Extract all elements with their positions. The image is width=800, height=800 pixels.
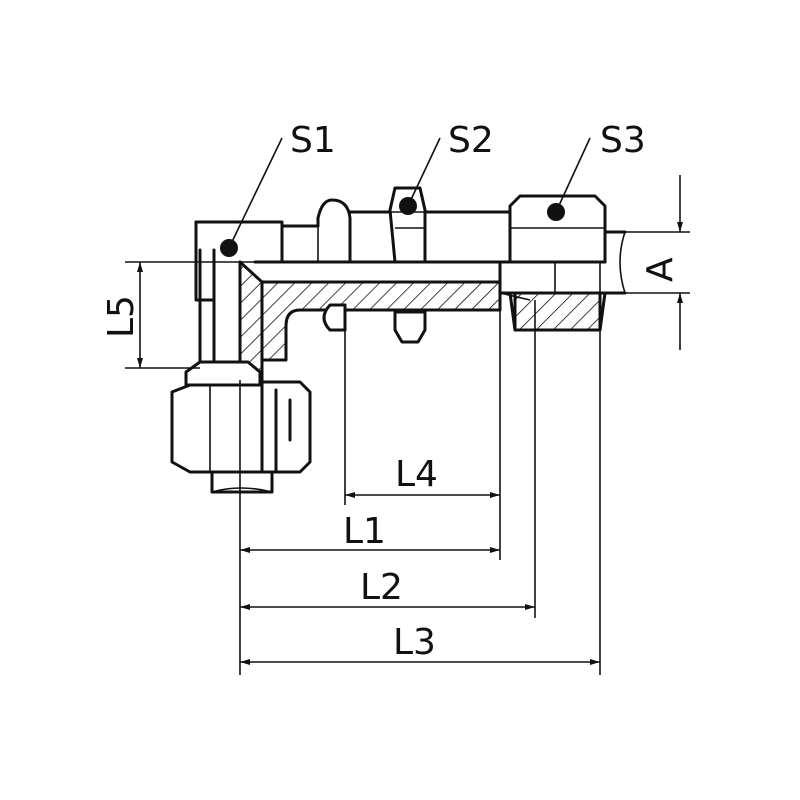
label-l2: L2 [360,567,403,608]
label-l1: L1 [343,511,386,552]
label-s1: S1 [290,120,336,161]
label-a: A [640,257,681,282]
label-l3: L3 [393,622,436,663]
dimension-lines [137,175,683,665]
bulkhead-collar [280,198,352,332]
s3-nut [498,194,627,332]
s2-locknut [388,186,427,344]
label-l4: L4 [395,454,438,495]
label-l5: L5 [101,295,142,338]
extension-lines [125,231,690,675]
bottom-nut [170,360,312,494]
label-s3: S3 [600,120,646,161]
label-s2: S2 [448,120,494,161]
leader-lines [228,137,591,249]
